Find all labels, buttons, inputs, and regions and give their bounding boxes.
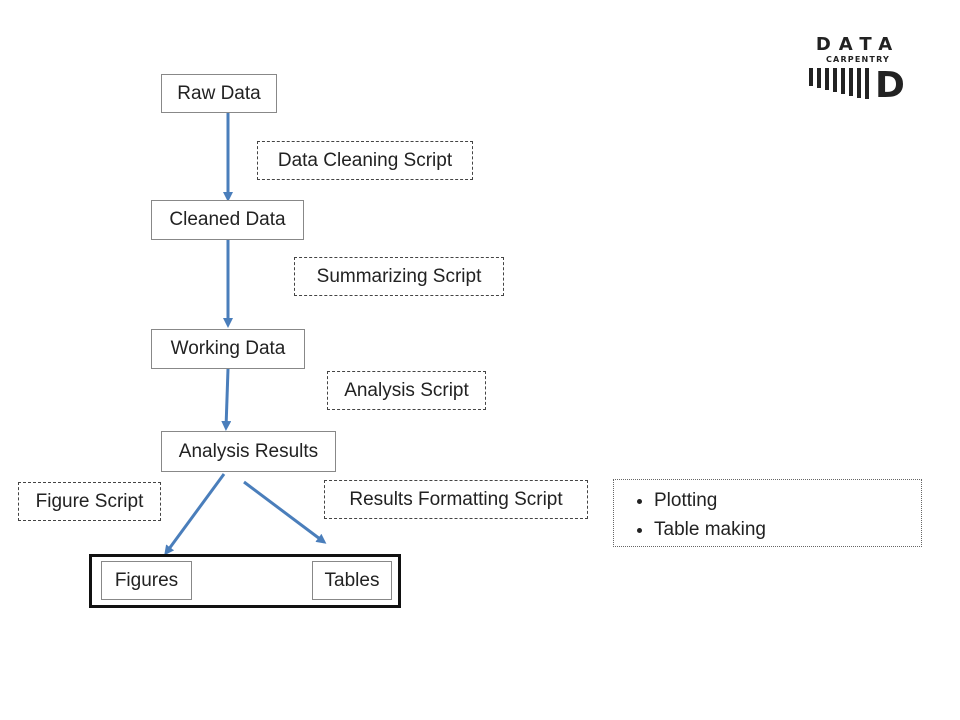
notes-list: Plotting Table making: [614, 486, 921, 544]
script-data-cleaning: Data Cleaning Script: [257, 141, 473, 180]
node-working-data: Working Data: [151, 329, 305, 369]
arrow-analysis-to-tables: [243, 480, 327, 544]
logo-d-mark: D: [875, 65, 905, 100]
note-item: Plotting: [654, 486, 921, 515]
script-figure: Figure Script: [18, 482, 161, 521]
data-carpentry-logo: DATA CARPENTRY D: [809, 34, 905, 100]
node-analysis-results: Analysis Results: [161, 431, 336, 472]
arrow-analysis-to-figures: [164, 473, 226, 556]
node-raw-data: Raw Data: [161, 74, 277, 113]
node-tables: Tables: [312, 561, 392, 600]
notes-box: Plotting Table making: [613, 479, 922, 547]
logo-stripes: [809, 68, 869, 99]
logo-line-data: DATA: [816, 34, 900, 55]
node-figures: Figures: [101, 561, 192, 600]
node-cleaned-data: Cleaned Data: [151, 200, 304, 240]
script-summarizing: Summarizing Script: [294, 257, 504, 296]
logo-line-carpentry: CARPENTRY: [826, 55, 890, 64]
note-item: Table making: [654, 515, 921, 544]
outputs-group-frame: [89, 554, 401, 608]
script-results-formatting: Results Formatting Script: [324, 480, 588, 519]
arrow-working-to-analysis: [221, 368, 232, 431]
script-analysis: Analysis Script: [327, 371, 486, 410]
